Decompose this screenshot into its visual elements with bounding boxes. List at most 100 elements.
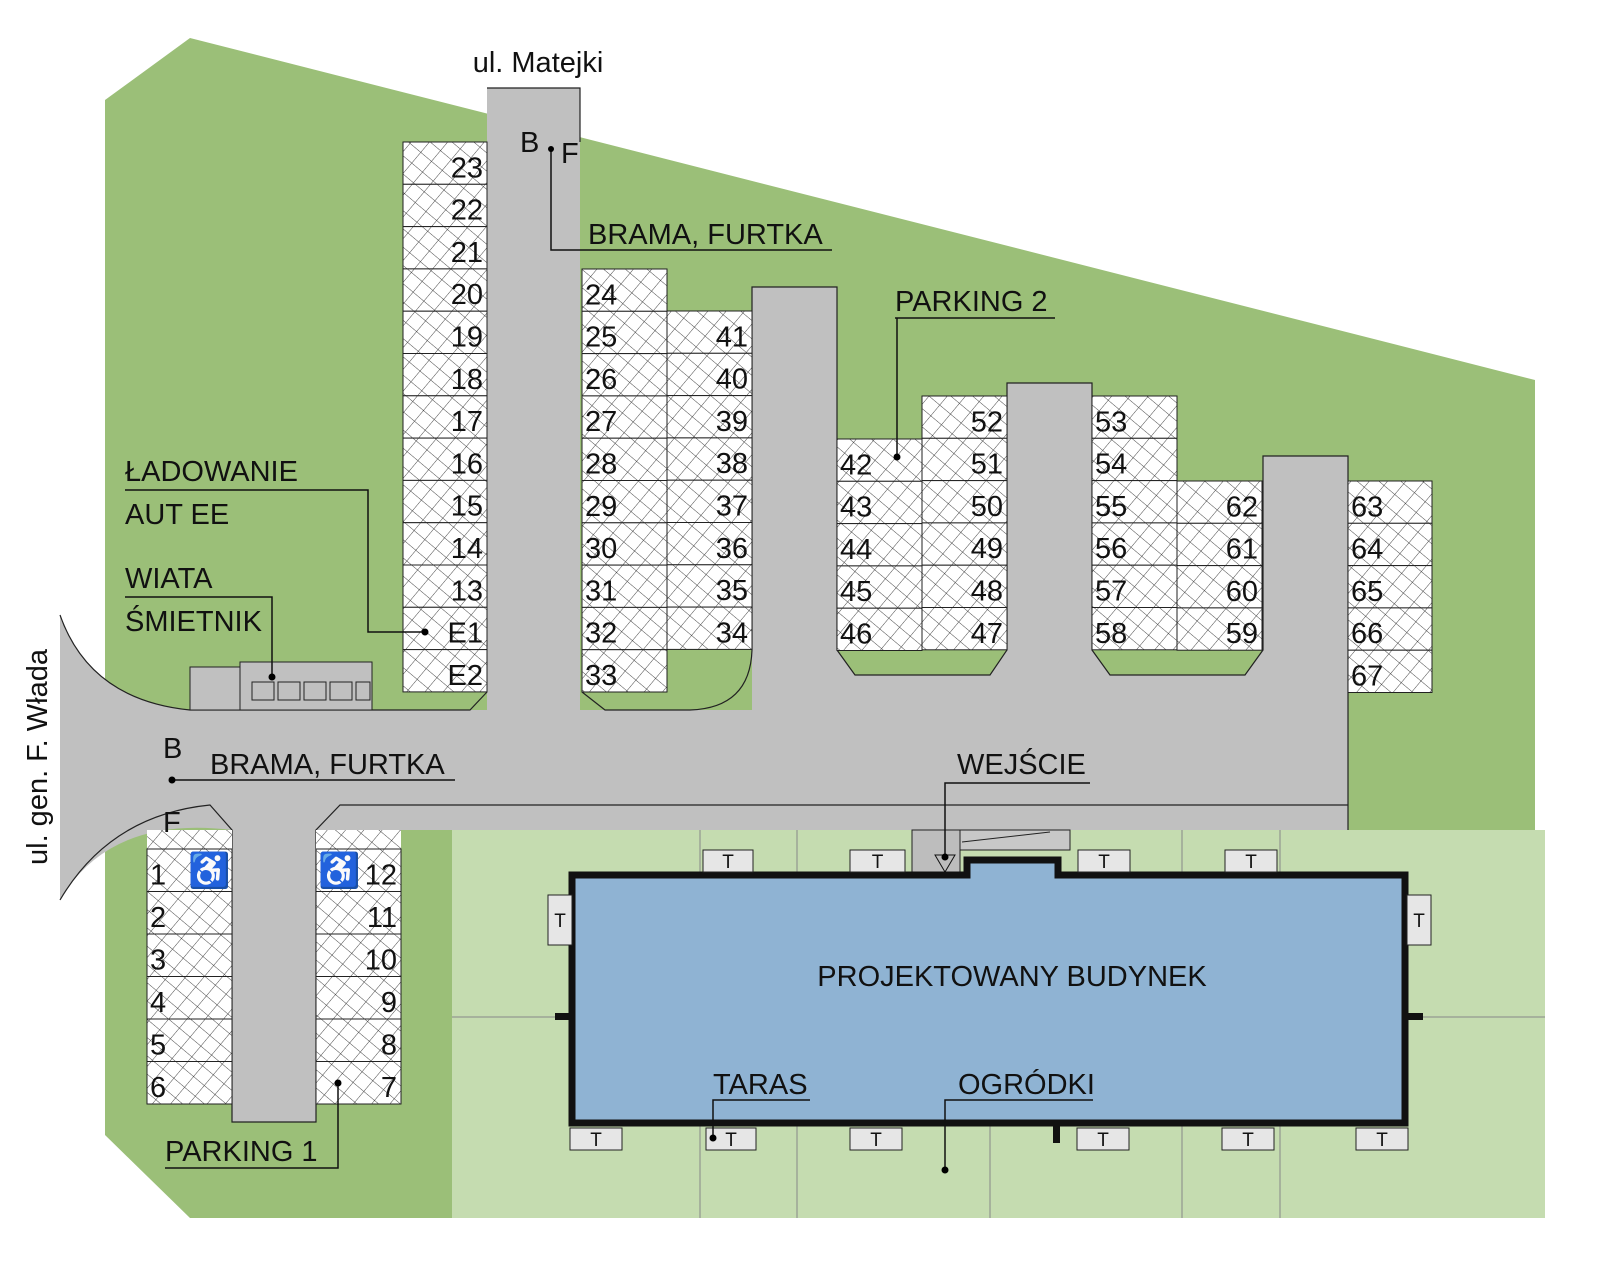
parking-space-number: E2 <box>448 660 483 692</box>
parking-space-number: 19 <box>451 322 483 354</box>
parking-space-number: 6 <box>150 1072 166 1104</box>
parking-space <box>402 141 488 185</box>
building-label: PROJEKTOWANY BUDYNEK <box>817 961 1207 993</box>
parking-space-number: 26 <box>585 364 617 396</box>
parking-space <box>666 606 753 650</box>
parking-space <box>402 395 488 439</box>
parking-space <box>581 395 668 439</box>
parking-space <box>1347 607 1433 651</box>
parking-space-number: 49 <box>971 533 1003 565</box>
terrace-box-label: T <box>590 1130 602 1151</box>
terrace-box <box>1355 1127 1409 1151</box>
parking-space-number: 37 <box>716 491 748 523</box>
parking-space-number: 29 <box>585 491 617 523</box>
parking-space-number: 18 <box>451 364 483 396</box>
parking-space <box>315 848 402 892</box>
parking-space-number: 40 <box>716 364 748 396</box>
parking-space <box>402 353 488 397</box>
shelter-label-2: ŚMIETNIK <box>125 604 263 638</box>
terrace-box <box>1221 1127 1275 1151</box>
parking-space-number: 24 <box>585 279 617 311</box>
terrace-box-label: T <box>1242 1130 1254 1151</box>
west-wicket-letter: F <box>163 807 181 839</box>
parking-space-number: 14 <box>451 533 483 565</box>
parking-space <box>146 891 233 935</box>
parking-space-number: 17 <box>451 406 483 438</box>
parking-space-number: 32 <box>585 618 617 650</box>
parking-space <box>581 480 668 524</box>
terrace-box <box>1076 1127 1130 1151</box>
parking-space <box>146 976 233 1020</box>
parking-space <box>836 607 923 652</box>
parking-space-number: 27 <box>585 406 617 438</box>
parking-space-number: 4 <box>150 987 166 1019</box>
terrace-box-label: T <box>870 1130 882 1151</box>
parking-space-number: 46 <box>840 619 872 651</box>
parking-space <box>836 438 923 482</box>
parking-space <box>921 564 1008 609</box>
terrace-box <box>702 849 754 873</box>
parking-space-number: 12 <box>365 860 397 892</box>
parking-space <box>1091 564 1178 609</box>
parking-space-number: 25 <box>585 322 617 354</box>
parking-space <box>146 933 233 977</box>
terrace-box-label: T <box>725 1130 737 1151</box>
parking-space-number: 30 <box>585 533 617 565</box>
terrace-box-label: T <box>722 852 734 873</box>
terrace-box <box>1406 894 1432 946</box>
parking-space-number: 44 <box>840 534 872 566</box>
parking-space-number: 22 <box>451 195 483 227</box>
parking-space <box>1091 395 1178 439</box>
parking-space-number: 1 <box>150 860 166 892</box>
terrace-box-label: T <box>1376 1130 1388 1151</box>
parking-space-number: 52 <box>971 406 1003 438</box>
terrace-box <box>849 849 906 873</box>
parking-space <box>146 1018 233 1062</box>
street-north-label: ul. Matejki <box>473 47 604 79</box>
parking-space <box>1176 522 1263 567</box>
parking-space-number: 62 <box>1226 491 1258 523</box>
parking-space-number: 43 <box>840 492 872 524</box>
terrace-box-label: T <box>1413 911 1425 932</box>
gardens-label: OGRÓDKI <box>958 1068 1095 1101</box>
terrace-box-label: T <box>1245 852 1257 873</box>
parking-space <box>581 606 668 651</box>
parking-space-number: 8 <box>381 1030 397 1062</box>
parking-space-number: 63 <box>1351 491 1383 523</box>
parking-space-number: 66 <box>1351 618 1383 650</box>
parking-space-number: 28 <box>585 449 617 481</box>
west-gate-label: BRAMA, FURTKA <box>210 749 445 781</box>
parking-space-number: 34 <box>716 617 748 649</box>
parking-space <box>1347 522 1433 567</box>
parking-space <box>666 522 753 566</box>
parking1-label: PARKING 1 <box>165 1136 318 1168</box>
parking-space-number: 7 <box>381 1072 397 1104</box>
parking-space <box>315 1018 402 1062</box>
terrace-box-label: T <box>1097 1130 1109 1151</box>
north-gate-label: BRAMA, FURTKA <box>588 219 823 251</box>
parking-space-extension <box>147 830 232 849</box>
terrace-label: TARAS <box>713 1069 808 1101</box>
parking-space <box>402 606 488 651</box>
parking-space-number: E1 <box>448 618 483 650</box>
parking-space-number: 54 <box>1095 449 1127 481</box>
terrace-box <box>569 1127 623 1151</box>
wheelchair-icon: ♿ <box>188 851 230 890</box>
parking-space <box>146 848 233 892</box>
parking-space <box>921 522 1008 566</box>
north-gate-letter: B <box>520 127 539 159</box>
terrace-box-label: T <box>872 852 884 873</box>
parking-space <box>1091 607 1178 651</box>
parking-space <box>402 437 488 481</box>
parking-space <box>666 395 753 439</box>
parking-space-number: 64 <box>1351 534 1383 566</box>
parking-space-number: 31 <box>585 575 617 607</box>
west-gate-letter: B <box>163 733 182 765</box>
garden-dividers <box>452 830 1545 1218</box>
shelter-label-1: WIATA <box>125 563 213 595</box>
parking-space <box>1347 649 1433 694</box>
parking-space <box>581 268 668 312</box>
charging-label-1: ŁADOWANIE <box>125 456 298 488</box>
parking-space <box>402 522 488 566</box>
